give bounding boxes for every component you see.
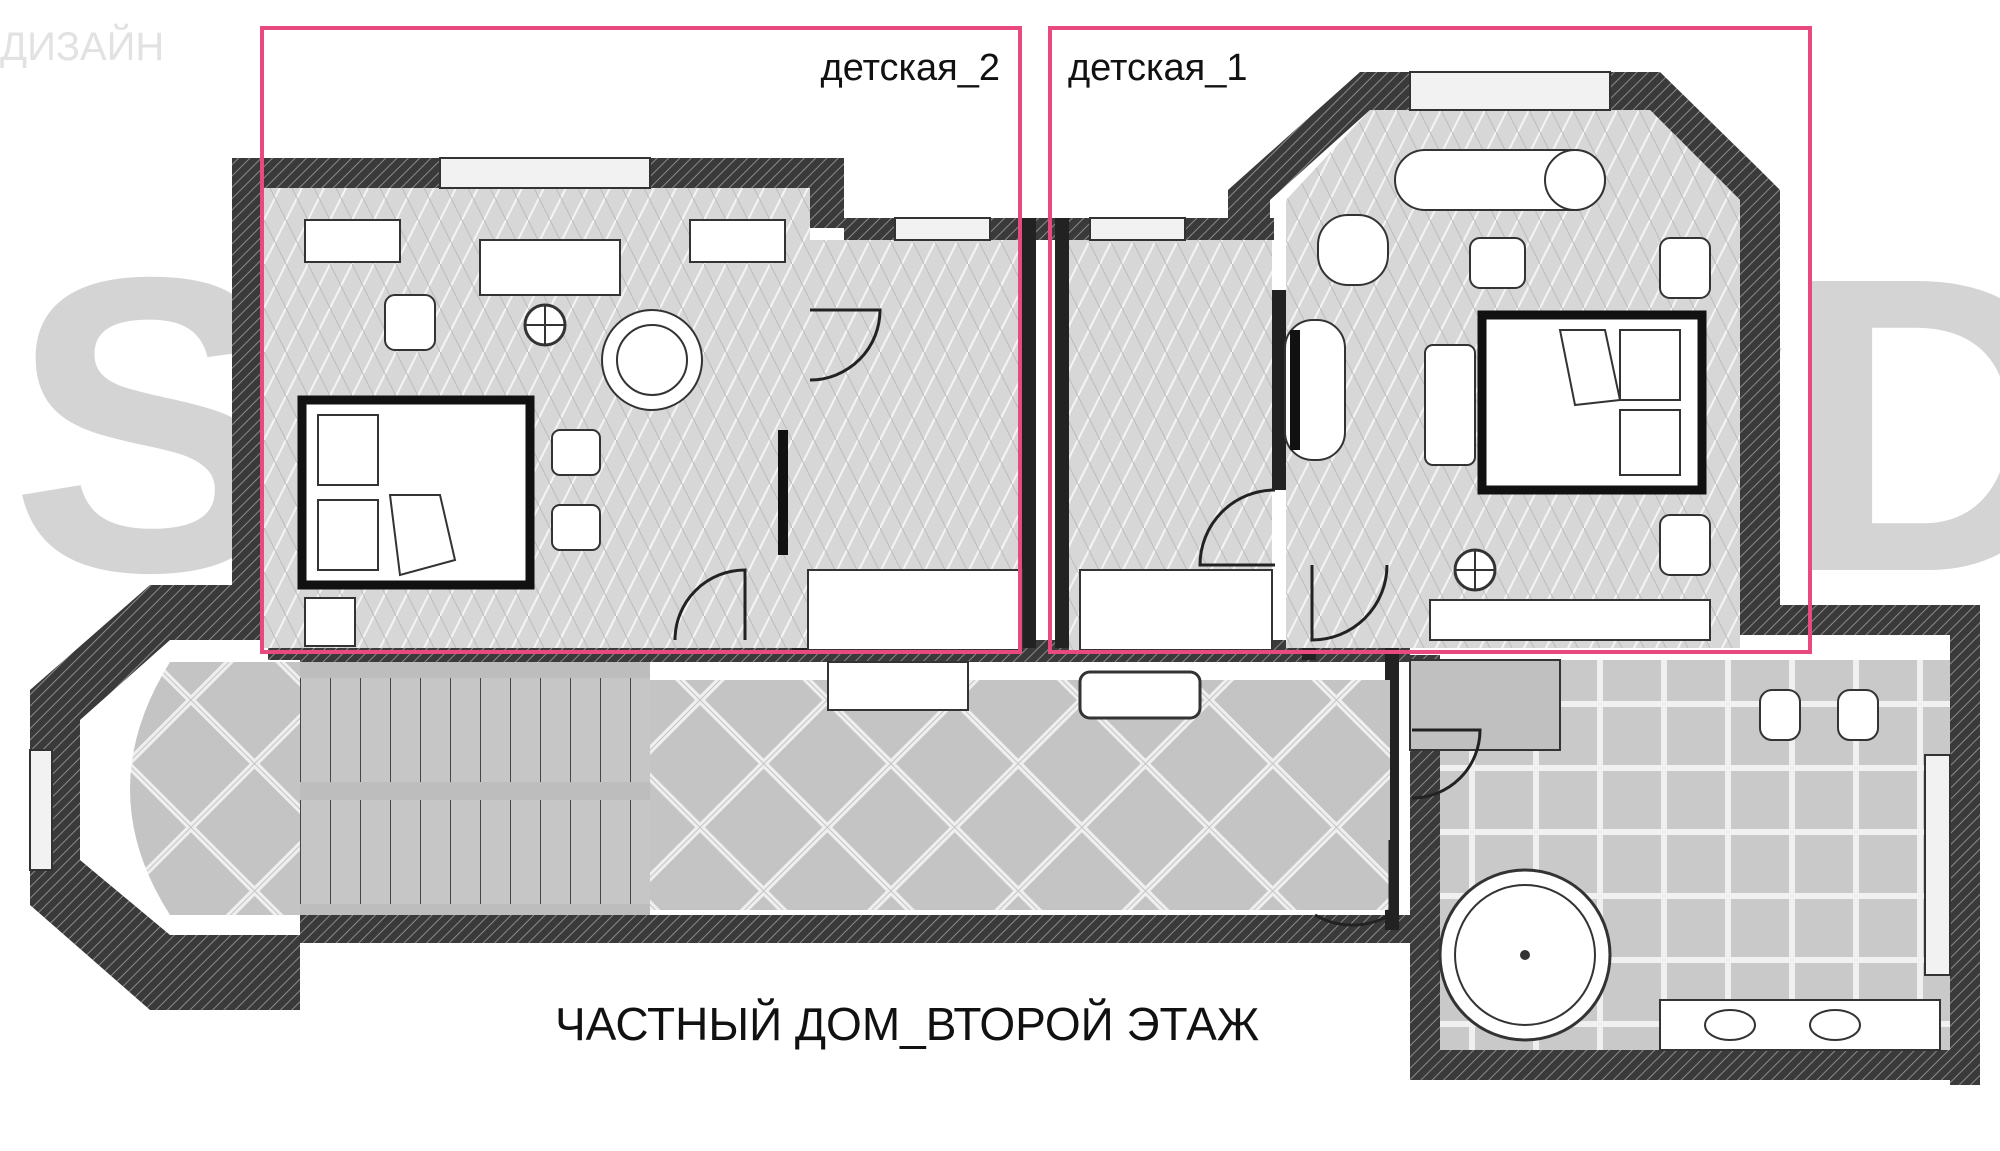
doors: [673, 308, 1482, 927]
room-highlight-child-1: детская_1: [1048, 26, 1812, 654]
exterior-walls: [30, 72, 1980, 1085]
windows: [29, 71, 1951, 976]
plan-title: ЧАСТНЫЙ ДОМ_ВТОРОЙ ЭТАЖ: [555, 998, 1259, 1050]
room-label-child-1: детская_1: [1068, 47, 1247, 89]
corridor-furniture: [827, 661, 1202, 720]
child-2-furniture: [297, 219, 788, 647]
svg-text:ДИЗАЙН: ДИЗАЙН: [0, 23, 164, 69]
room-highlight-child-2: детская_2: [260, 26, 1022, 654]
bathroom-fixtures: [1438, 689, 1941, 1051]
room-label-child-2: детская_2: [821, 47, 1000, 89]
child-1-furniture: [1284, 149, 1711, 641]
